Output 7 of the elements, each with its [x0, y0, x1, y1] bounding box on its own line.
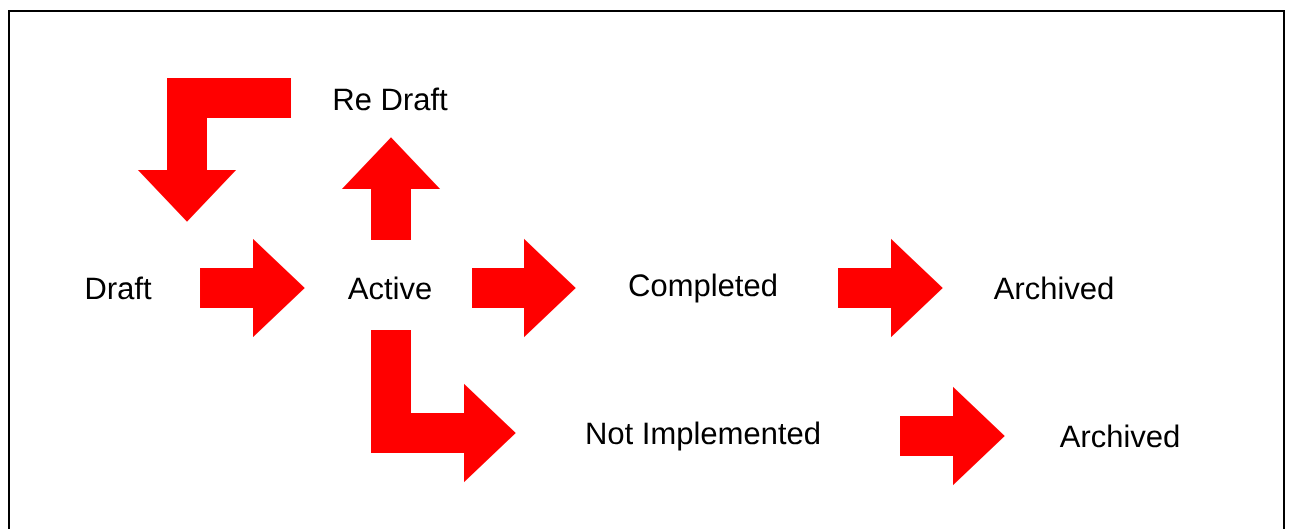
state-label: Completed	[629, 273, 776, 303]
state-label: Archived	[1059, 424, 1179, 448]
state-label: Active	[347, 276, 431, 300]
state-label: Draft	[86, 276, 152, 300]
state-label: Not Implemented	[587, 421, 819, 451]
state-label: Archived	[993, 276, 1113, 300]
state-label: Re Draft	[334, 87, 448, 111]
